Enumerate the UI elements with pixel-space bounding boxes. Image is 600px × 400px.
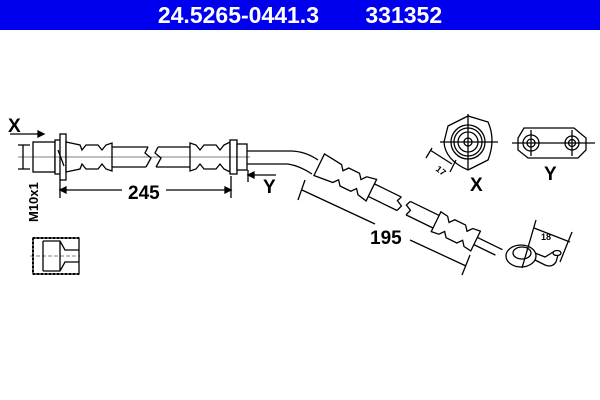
length-195-label: 195 [370, 228, 402, 249]
steel-pipe [247, 150, 319, 175]
width-18-label: 18 [541, 232, 551, 242]
title-bar: 24.5265-0441.3 331352 [0, 0, 600, 30]
thread-label: M10x1 [26, 182, 41, 222]
detail-x [425, 114, 498, 173]
section-detail [30, 237, 80, 275]
detail-x-label: X [470, 175, 483, 196]
detail-y [512, 127, 595, 159]
ref-number: 331352 [365, 2, 443, 28]
angled-hose [313, 153, 503, 256]
view-x-label: X [8, 116, 21, 137]
banjo-fitting [505, 244, 562, 268]
detail-y-label: Y [544, 164, 557, 185]
part-number: 24.5265-0441.3 [157, 2, 319, 28]
width-17-label: 17 [434, 164, 448, 178]
length-245-label: 245 [128, 183, 160, 204]
view-y-label: Y [263, 177, 276, 198]
